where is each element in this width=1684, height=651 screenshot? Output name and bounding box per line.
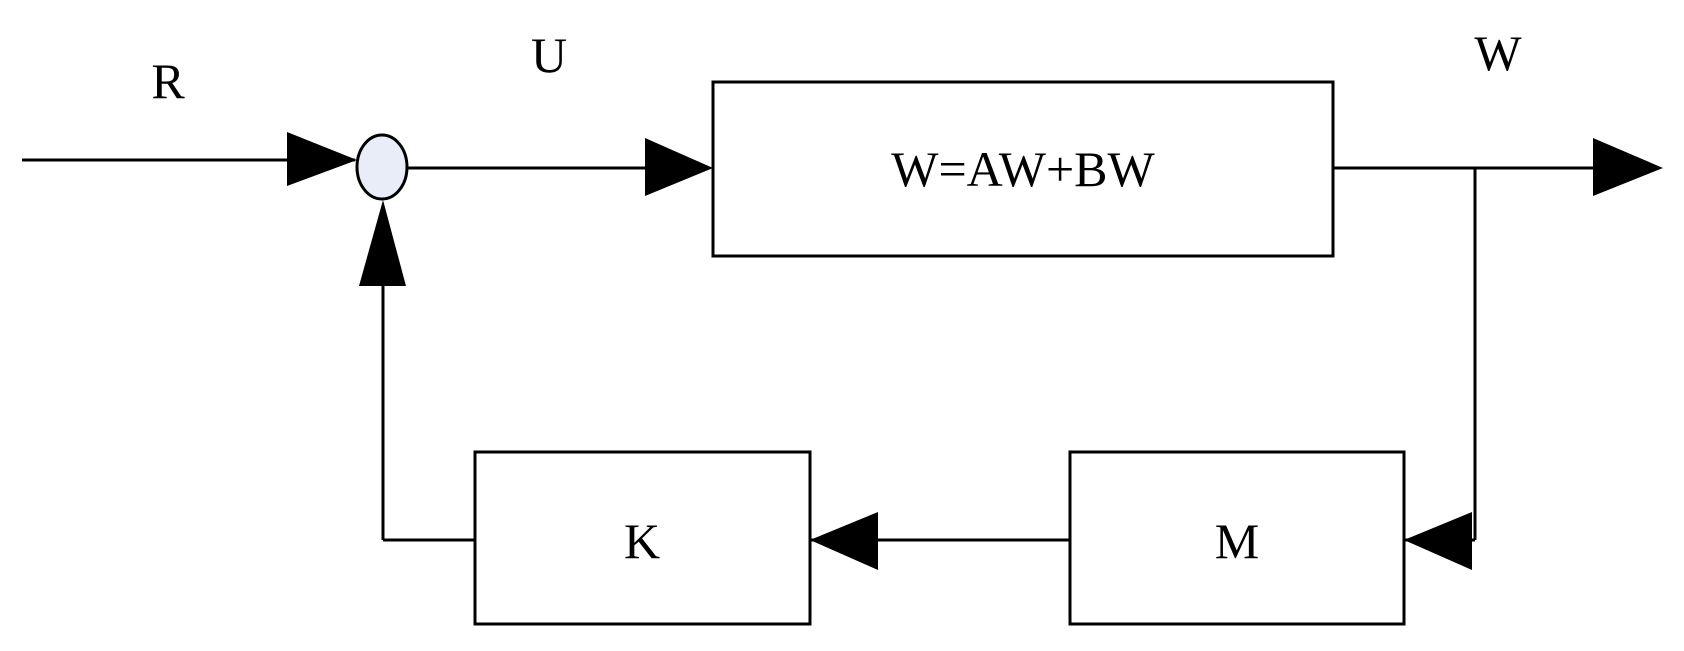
controller-block: [473, 450, 812, 626]
controller-block-label: K: [624, 513, 660, 569]
control-arrow: [645, 138, 713, 196]
input-arrow: [287, 132, 357, 186]
plant-block-label: W=AW+BW: [891, 141, 1155, 197]
m-input-arrow: [1404, 512, 1472, 570]
control-signal-label: U: [531, 27, 567, 83]
summing-junction: [355, 133, 409, 201]
reference-signal-label: R: [151, 53, 185, 109]
summer-feedback-arrow: [359, 200, 406, 286]
output-signal-label: W: [1474, 25, 1522, 81]
measurement-block: [1068, 450, 1406, 626]
plant-block: [711, 80, 1335, 258]
measurement-block-label: M: [1215, 513, 1259, 569]
output-arrow: [1593, 138, 1663, 196]
k-input-arrow: [810, 512, 878, 570]
